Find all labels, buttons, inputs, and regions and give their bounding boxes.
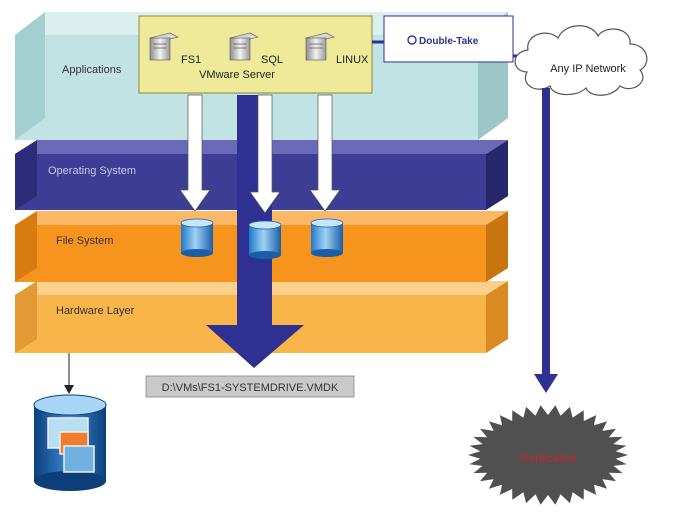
server-label: LINUX — [336, 54, 369, 66]
vmware-server-title: VMware Server — [199, 69, 275, 81]
server-label: FS1 — [181, 54, 201, 66]
server-icon — [149, 32, 179, 61]
replicated-starburst-shape — [468, 405, 628, 505]
replicated-label: Replicated — [520, 451, 577, 465]
server-fs1: FS1 — [149, 32, 201, 66]
hardware-layer-label: Hardware Layer — [56, 305, 135, 317]
double-take-logo-text: Double-Take — [419, 36, 479, 47]
server-sql: SQL — [229, 32, 283, 66]
vmdk-path-box: D:\VMs\FS1-SYSTEMDRIVE.VMDK — [145, 375, 355, 398]
vmdk-path-label: D:\VMs\FS1-SYSTEMDRIVE.VMDK — [162, 382, 339, 394]
vmware-server-box: VMware Server — [138, 15, 373, 94]
double-take-box: Double-Take — [383, 15, 514, 63]
storage-connector-arrowhead — [64, 385, 74, 394]
server-label: SQL — [261, 54, 283, 66]
double-take-logo-icon — [407, 35, 417, 45]
io-arrow-sql — [249, 94, 281, 214]
server-linux: LINUX — [305, 32, 369, 66]
io-arrow-fs1 — [179, 94, 211, 212]
file-system-layer-label: File System — [56, 235, 113, 247]
ip-network-cloud-icon: Any IP Network — [514, 25, 648, 96]
replication-target-arrow — [542, 88, 550, 374]
operating-system-layer-label: Operating System — [48, 165, 136, 177]
server-icon — [305, 32, 335, 61]
disk-sql-icon — [248, 220, 282, 259]
disk-fs1-icon — [180, 218, 214, 257]
replicated-target: Replicated — [468, 405, 628, 505]
network-label: Any IP Network — [550, 63, 626, 75]
io-arrow-linux — [309, 94, 341, 212]
disk-linux-icon — [310, 218, 344, 257]
applications-layer-label: Applications — [62, 64, 122, 76]
storage-database-icon — [33, 394, 107, 491]
replication-target-arrowhead — [534, 374, 558, 393]
server-icon — [229, 32, 259, 61]
